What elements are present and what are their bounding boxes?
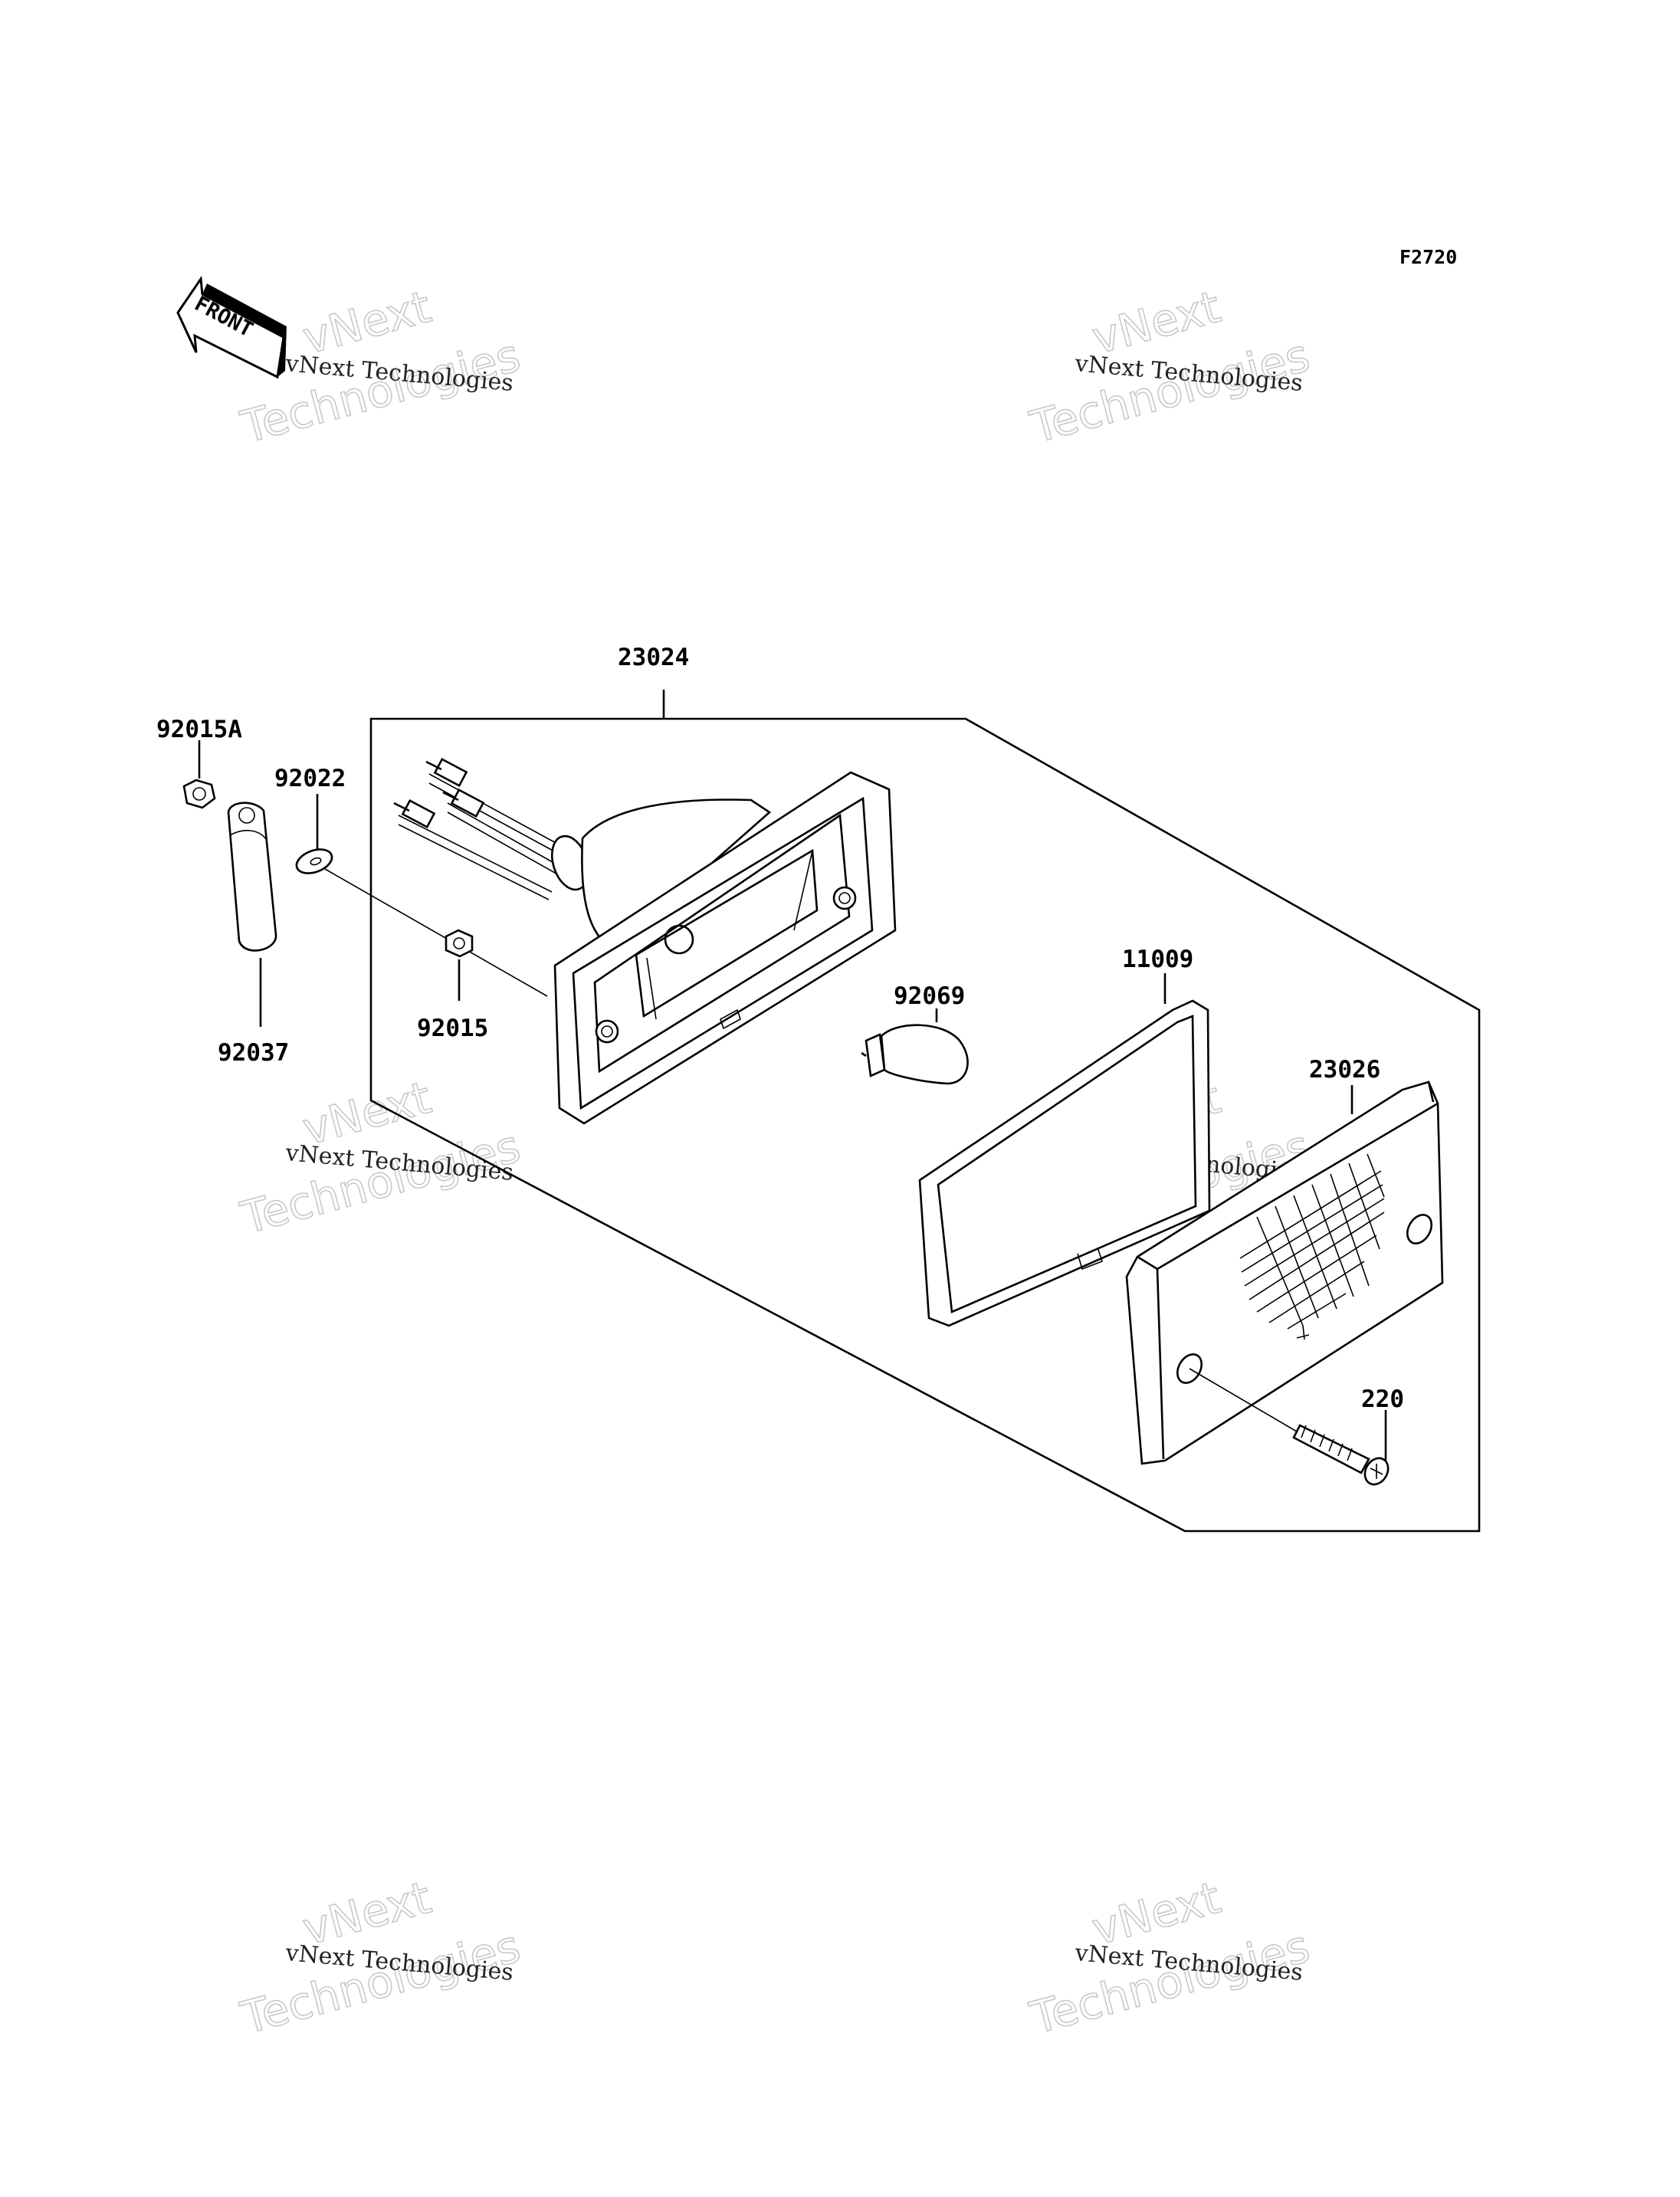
watermark-top-right: vNext Technologies vNext Technologies — [1024, 280, 1315, 454]
assembly-bracket — [369, 717, 1481, 1533]
watermark-mid-left: vNext Technologies vNext Technologies — [235, 1071, 526, 1244]
label-92015: 92015 — [417, 1015, 488, 1042]
figure-code: F2720 — [1399, 246, 1457, 268]
watermark-bottom-right: vNext Technologies vNext Technologies — [1024, 1871, 1315, 2045]
lamp-housing — [393, 757, 897, 1125]
label-92037: 92037 — [218, 1039, 289, 1067]
label-92022: 92022 — [274, 765, 346, 792]
axis-line-stud — [324, 868, 548, 997]
label-220: 220 — [1361, 1385, 1404, 1413]
bulb-92069 — [861, 1024, 969, 1085]
screw-220 — [1292, 1424, 1390, 1486]
label-23024: 23024 — [618, 644, 689, 671]
lens-23026 — [1125, 1080, 1444, 1465]
label-92069: 92069 — [894, 982, 965, 1010]
nut-92015 — [445, 929, 474, 958]
svg-text:vNext: vNext — [297, 280, 436, 365]
label-11009: 11009 — [1122, 946, 1193, 973]
svg-text:vNext: vNext — [1087, 280, 1226, 365]
watermark-bottom-left: vNext Technologies vNext Technologies — [235, 1871, 526, 2045]
washer-92022 — [295, 848, 333, 874]
label-92015A: 92015A — [156, 716, 242, 743]
nut-92015A — [182, 779, 216, 809]
strap-92037 — [227, 802, 277, 952]
gasket-11009 — [918, 999, 1211, 1327]
front-arrow-icon: FRONT — [176, 275, 287, 379]
axis-line-screw — [1189, 1368, 1305, 1437]
label-23026: 23026 — [1309, 1056, 1380, 1084]
lens-texture — [1239, 1153, 1385, 1340]
